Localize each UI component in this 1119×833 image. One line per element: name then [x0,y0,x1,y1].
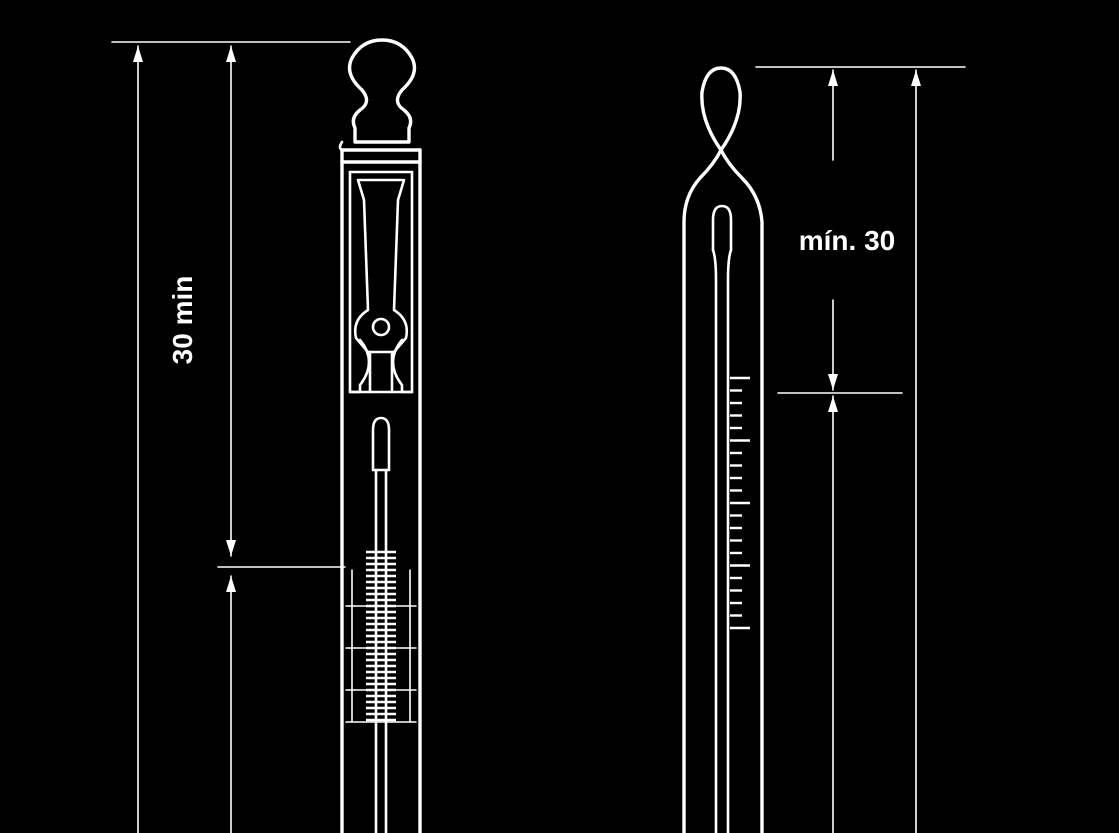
left-scale-bands [345,569,417,723]
left-scale [366,550,396,722]
right-top-loop [700,66,742,152]
right-thermometer: mín. 30 [682,66,966,833]
left-dimension-label: 30 min [167,276,198,365]
right-outer-tube [682,148,764,833]
right-dimension-label: mín. 30 [799,225,895,256]
left-inner-frame [348,170,414,394]
left-inner-dimension-line [217,45,346,833]
left-capillary [371,416,391,833]
right-capillary [711,204,733,833]
right-scale [730,376,750,630]
left-thermometer: 30 min [111,38,422,833]
left-outer-tube [338,140,422,833]
left-head-knob [347,38,417,144]
right-dimension-lines [755,66,966,833]
left-outer-dimension-line [111,41,351,833]
